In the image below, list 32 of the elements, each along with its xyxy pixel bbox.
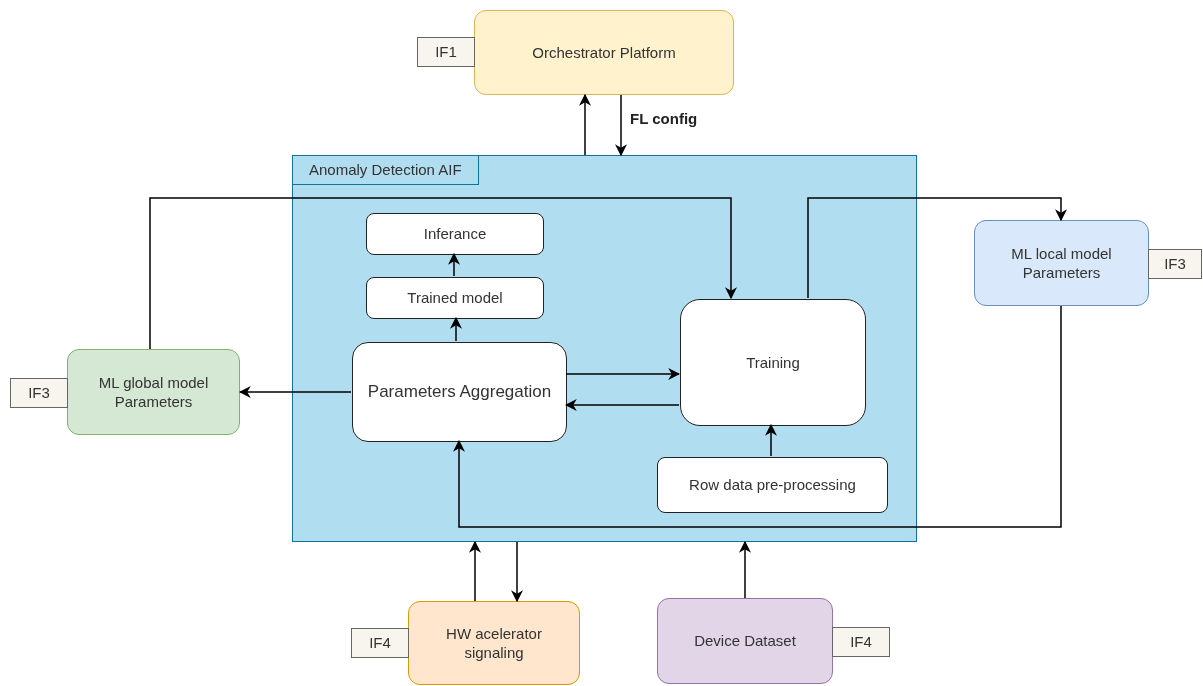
arrow xyxy=(565,368,681,380)
edge-label: FL config xyxy=(628,110,700,127)
process-box: Training xyxy=(680,299,866,426)
arrow xyxy=(448,252,460,277)
arrow xyxy=(739,540,751,599)
dataset-box: Device Dataset xyxy=(657,598,833,684)
interface-tag: IF4 xyxy=(351,628,409,658)
arrow xyxy=(450,316,462,342)
arrow xyxy=(579,93,591,156)
arrow xyxy=(511,541,523,603)
signaling-box: HW acelerator signaling xyxy=(408,601,580,685)
process-box: Trained model xyxy=(366,277,544,319)
interface-tag: IF3 xyxy=(10,378,68,408)
platform-box: Orchestrator Platform xyxy=(474,10,734,95)
arrow xyxy=(238,386,352,398)
process-box: Inferance xyxy=(366,213,544,255)
process-box: Row data pre-processing xyxy=(657,457,888,513)
interface-tag: IF1 xyxy=(417,37,475,67)
arrow xyxy=(453,305,1062,528)
arrow xyxy=(807,197,1067,299)
arrow xyxy=(765,423,777,457)
arrow xyxy=(149,197,737,350)
process-box: Parameters Aggregation xyxy=(352,342,567,442)
container-title: Anomaly Detection AIF xyxy=(293,156,479,185)
parameters-box: ML local model Parameters xyxy=(974,220,1149,306)
parameters-box: ML global model Parameters xyxy=(67,349,240,435)
arrow xyxy=(469,540,481,602)
interface-tag: IF3 xyxy=(1148,249,1202,279)
container-box xyxy=(292,155,917,542)
interface-tag: IF4 xyxy=(832,627,890,657)
arrow xyxy=(564,399,680,411)
arrow xyxy=(615,94,627,157)
